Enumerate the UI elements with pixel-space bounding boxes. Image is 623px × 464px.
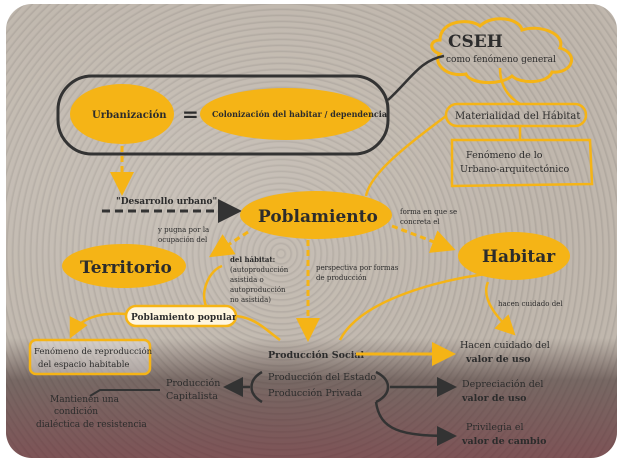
urbanizacion-group-frame [56,74,390,156]
forma-label-1: forma en que se [400,208,457,216]
cseh-cloud [430,17,574,84]
background-photo-strip [6,338,617,458]
habitar-node [458,232,570,280]
hacen-cuidado-line2: valor de uso [465,354,531,365]
depreciacion-line1: Depreciación del [462,379,543,390]
forma-label-2: concreta el [400,218,440,226]
cseh-label: CSEH [448,32,503,52]
fenomeno-repro-line1: Fenómeno de reproducción [34,346,153,357]
colonizacion-label: Colonización del habitar / dependencia [212,109,387,119]
poblamiento-node [240,191,392,239]
perspectiva-1: perspectiva por formas [316,264,399,272]
territorio-label: Territorio [80,258,172,278]
del-habitat-1: del hábitat: [230,255,275,264]
connector-cseh [387,54,445,101]
privilegia-line2: valor de cambio [461,436,547,447]
fenomeno-urbano-node [450,138,594,188]
equals-sign: = [182,102,199,126]
territorio-node [62,244,186,288]
pugna-label-1: y pugna por la [157,226,209,234]
poblamiento-label: Poblamiento [258,207,378,227]
materialidad-node [444,102,588,128]
pugna-label-2: ocupación del [158,236,208,244]
privilegia-line1: Privilegia el [466,422,524,433]
hacen-cuidado-del-label: hacen cuidado del [498,300,563,308]
del-habitat-2: (autoproducción [230,266,289,274]
desarrollo-label: "Desarrollo urbano" [116,197,217,207]
mantienen-line3: dialéctica de resistencia [36,419,147,430]
fenomeno-urbano-line1: Fenómeno de lo [466,150,543,161]
perspectiva-2: de producción [316,274,367,282]
depreciacion-line2: valor de uso [461,393,527,404]
del-habitat-4: autoproducción [230,286,286,294]
poblamiento-popular-label: Poblamiento popular [131,313,237,323]
produccion-estado-label: Producción del Estado [268,372,377,383]
del-habitat-5: no asistida) [230,296,271,304]
mantienen-line1: Mantienen una [50,395,120,405]
produccion-social-label: Producción Social [268,350,365,361]
produccion-privada-label: Producción Privada [268,388,362,399]
colonizacion-node [200,88,372,140]
fenomeno-repro-line2: del espacio habitable [38,360,129,370]
produccion-capitalista-line2: Capitalista [166,391,218,402]
mantienen-line2: condición [54,406,98,417]
cseh-sublabel: como fenómeno general [446,54,556,65]
habitar-label: Habitar [482,247,556,267]
produccion-capitalista-line1: Producción [166,378,220,389]
del-habitat-3: asistida o [230,276,264,284]
urbanizacion-node [70,84,174,144]
materialidad-label: Materialidad del Hábitat [455,111,580,122]
urbanizacion-label: Urbanización [92,110,167,121]
hacen-cuidado-line1: Hacen cuidado del [460,340,550,351]
fenomeno-urbano-line2: Urbano-arquitectónico [460,164,570,175]
fenomeno-reproduccion-node [28,338,152,376]
